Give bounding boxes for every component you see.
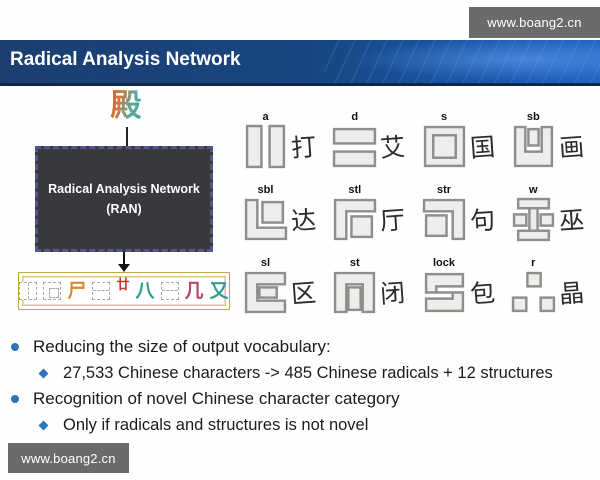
structure-label: sl	[260, 257, 271, 270]
sub-bullet-item: 27,533 Chinese characters -> 485 Chinese…	[0, 360, 600, 386]
handwritten-char: 厅	[379, 205, 407, 236]
structure-label: lock	[432, 257, 455, 270]
structure-figure: st	[332, 257, 377, 315]
structure-label: st	[349, 257, 360, 270]
bullet-diamond-icon	[38, 420, 49, 431]
structure-label: s	[440, 110, 448, 123]
structure-token-icon	[92, 282, 111, 300]
structure-figure: str	[422, 184, 467, 242]
bullet-item: Reducing the size of output vocabulary:	[0, 334, 600, 360]
structure-s-icon	[423, 125, 465, 167]
structure-r-icon	[511, 272, 555, 313]
watermark-text: www.boang2.cn	[21, 450, 116, 466]
structure-label: str	[436, 183, 452, 196]
structure-sl-icon	[244, 272, 287, 314]
structure-label: sbl	[257, 183, 274, 196]
structure-figure: w	[511, 184, 556, 242]
handwritten-char: 区	[290, 278, 318, 310]
structure-figure: s	[422, 111, 467, 169]
structure-label: sb	[526, 110, 540, 123]
ran-box-line2: (RAN)	[106, 202, 142, 216]
handwritten-char: 艾	[379, 131, 407, 163]
structure-label: stl	[348, 183, 362, 196]
structure-d-icon	[333, 127, 377, 167]
bullet-text: 27,533 Chinese characters -> 485 Chinese…	[63, 364, 553, 382]
structure-cell-stl: stl 厅	[330, 176, 419, 249]
sub-bullet-item: Only if radicals and structures is not n…	[0, 412, 600, 438]
slide-header: Radical Analysis Network	[0, 40, 600, 86]
bullet-dot-icon	[11, 343, 19, 351]
arrow-head-icon	[118, 264, 130, 272]
handwritten-char: 包	[468, 278, 496, 310]
bullet-dot-icon	[11, 395, 19, 403]
radical-token: 几	[184, 279, 204, 302]
handwritten-char: 闭	[379, 278, 407, 310]
watermark-text: www.boang2.cn	[487, 15, 582, 30]
structure-figure: lock	[422, 257, 467, 315]
radical-token: 八	[135, 279, 155, 302]
radical-token: 尸	[67, 279, 87, 302]
structure-lock-icon	[424, 273, 464, 313]
structure-str-icon	[422, 198, 465, 241]
structure-figure: sl	[243, 257, 288, 315]
structure-sbl-icon	[244, 198, 288, 241]
structure-figure: r	[511, 257, 556, 315]
structure-cell-sb: sb 画	[509, 103, 598, 176]
structure-cell-sl: sl 区	[241, 250, 330, 323]
bullet-text: Recognition of novel Chinese character c…	[33, 389, 400, 408]
handwritten-char: 打	[290, 131, 318, 163]
handwritten-char: 巫	[557, 205, 585, 236]
page-title: Radical Analysis Network	[10, 49, 241, 70]
structure-token-icon	[160, 282, 179, 300]
structure-cell-lock: lock 包	[420, 250, 509, 323]
watermark-top-right: www.boang2.cn	[469, 7, 600, 38]
structure-label: a	[262, 110, 269, 123]
ran-model-box: Radical Analysis Network (RAN)	[35, 146, 213, 252]
structure-a-icon	[245, 124, 286, 168]
structure-label: w	[528, 183, 538, 196]
bullet-diamond-icon	[38, 368, 49, 379]
structure-w-icon	[512, 197, 554, 242]
structure-label: r	[531, 257, 536, 270]
input-character: 殿	[95, 88, 157, 124]
structure-figure: d	[332, 111, 377, 169]
structure-figure: sb	[511, 111, 556, 169]
radical-token: 又	[209, 279, 229, 302]
structure-cell-st: st 闭	[330, 250, 419, 323]
bullet-item: Recognition of novel Chinese character c…	[0, 386, 600, 412]
structure-token-icon	[19, 282, 38, 300]
handwritten-char: 达	[290, 205, 318, 236]
structure-figure: stl	[332, 184, 377, 242]
structure-st-icon	[334, 272, 376, 314]
handwritten-char: 画	[557, 131, 585, 163]
structure-label: d	[351, 110, 359, 123]
watermark-bottom-left: www.boang2.cn	[8, 443, 129, 473]
structure-sb-icon	[513, 125, 553, 167]
structure-figure: a	[243, 111, 288, 169]
radical-token: 廿	[116, 278, 130, 293]
bullet-list: Reducing the size of output vocabulary: 2…	[0, 334, 600, 438]
connector-line	[126, 127, 128, 146]
handwritten-char: 句	[468, 205, 496, 236]
structure-stl-icon	[334, 198, 377, 241]
radical-output-box: 尸 廿八 几又	[18, 272, 230, 310]
structure-cell-str: str 句	[420, 176, 509, 249]
bullet-text: Reducing the size of output vocabulary:	[33, 337, 331, 356]
ran-box-line1: Radical Analysis Network	[48, 182, 200, 196]
structure-token-icon	[43, 282, 62, 300]
handwritten-char: 国	[468, 131, 496, 163]
arrow-line	[123, 252, 125, 266]
bullet-text: Only if radicals and structures is not n…	[63, 416, 369, 434]
structure-figure: sbl	[243, 184, 288, 242]
structure-cell-sbl: sbl 达	[241, 176, 330, 249]
handwritten-char: 晶	[557, 278, 585, 310]
